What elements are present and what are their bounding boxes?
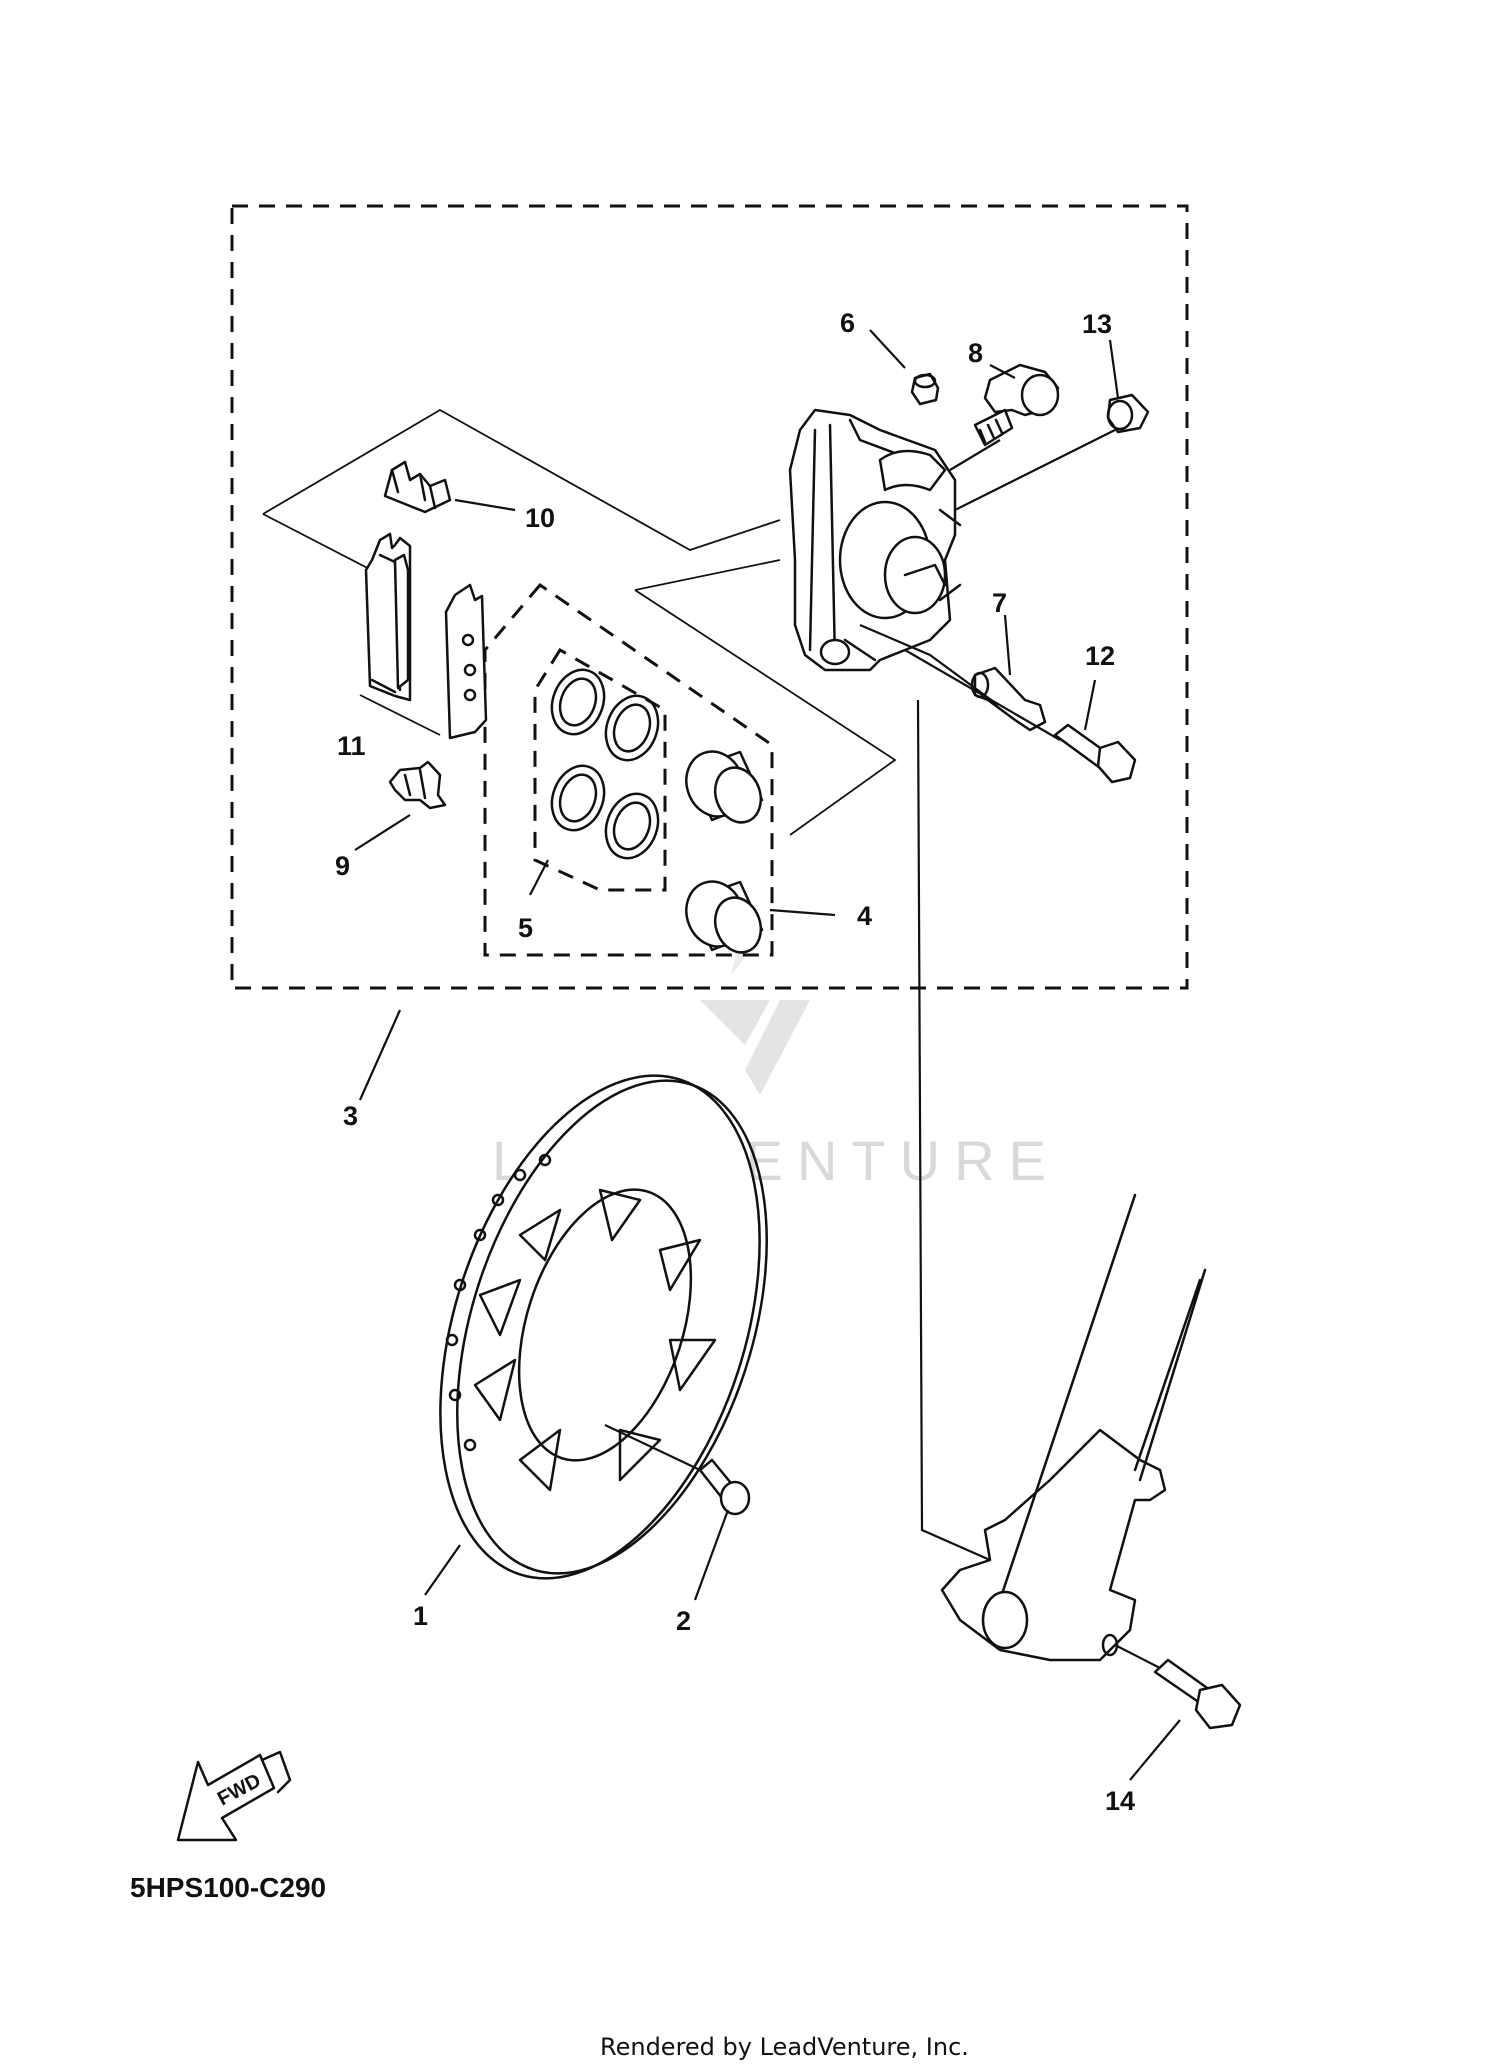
callout-4: 4: [857, 901, 872, 931]
bleeder-cap-6: [910, 372, 940, 406]
front-fork: [940, 1193, 1207, 1662]
rubber-cap-13: [1106, 393, 1150, 434]
callout-9: 9: [335, 851, 350, 881]
leader-2: [693, 1509, 730, 1601]
callout-3: 3: [343, 1101, 358, 1131]
fwd-arrow-icon: FWD: [176, 1750, 292, 1842]
callout-13: 13: [1082, 309, 1112, 339]
pad-spring-9: [388, 760, 447, 810]
callout-5: 5: [518, 913, 533, 943]
caliper-assembly-box: [230, 204, 1189, 990]
diagram-code: 5HPS100-C290: [130, 1872, 326, 1903]
callout-11: 11: [337, 731, 366, 761]
leader-5: [529, 859, 549, 896]
callout-6: 6: [840, 308, 855, 338]
leader-4: [769, 908, 836, 917]
bleed-screw-8: [973, 363, 1060, 447]
leader-13: [1108, 339, 1120, 399]
leader-9: [354, 814, 411, 851]
leader-8: [989, 364, 1016, 379]
pad-group-line: [262, 408, 781, 551]
caliper-bolt-14: [1114, 1644, 1242, 1730]
callout-8: 8: [968, 338, 983, 368]
caliper-leaders: [859, 429, 1116, 741]
piston-seals-5: [550, 668, 660, 860]
bolt-12: [1053, 723, 1137, 784]
footer-credit: Rendered by LeadVenture, Inc.: [600, 2033, 969, 2061]
brake-disc-1: [439, 1074, 768, 1580]
leader-7: [1003, 614, 1012, 676]
caliper-body: [788, 408, 962, 672]
leader-3: [358, 1009, 402, 1101]
leader-12: [1083, 679, 1097, 731]
disc-bolt-2: [604, 1424, 751, 1516]
brake-pad-11: [364, 532, 412, 702]
leader-14: [1129, 1719, 1181, 1781]
callout-2: 2: [676, 1606, 691, 1636]
pad-spring-10: [383, 460, 452, 514]
caliper-pistons-4: [685, 750, 764, 954]
brake-pad-11b: [444, 583, 488, 740]
callout-1: 1: [413, 1601, 428, 1631]
leader-1: [424, 1544, 461, 1596]
pad-group-line-3: [359, 694, 441, 736]
callout-7: 7: [992, 588, 1007, 618]
leader-10: [454, 498, 516, 512]
seal-kit-box: [533, 647, 667, 892]
caliper-group-line: [634, 559, 897, 836]
caliper-pin-7: [970, 666, 1047, 732]
callout-12: 12: [1085, 641, 1115, 671]
leader-6: [869, 329, 906, 369]
callout-10: 10: [525, 503, 555, 533]
callout-14: 14: [1105, 1786, 1135, 1816]
caliper-mount-leader: [916, 699, 991, 1562]
